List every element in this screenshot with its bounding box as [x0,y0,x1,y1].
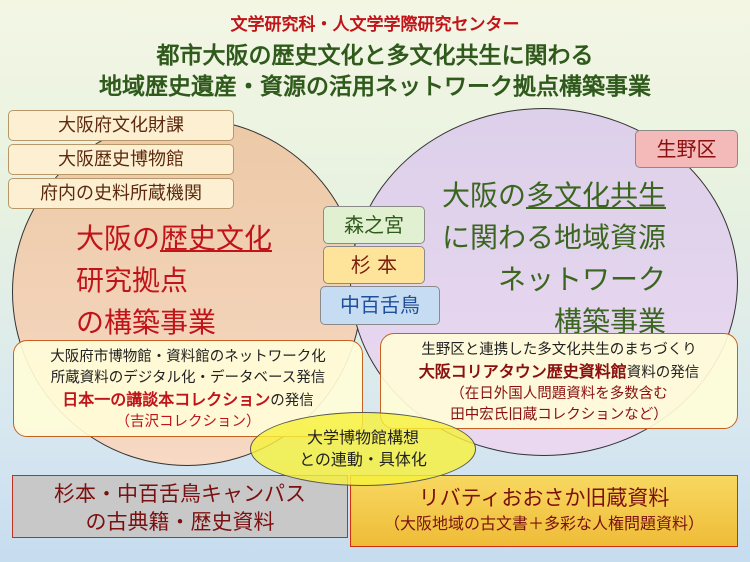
campus-nakamozu: 中百舌鳥 [320,286,440,325]
text: の古典籍・歴史資料 [85,510,275,534]
text: 大学博物館構想 [306,428,419,447]
left-circle-title: 大阪の歴史文化 研究拠点 の構築事業 [76,218,272,344]
text: 杉本・中百舌鳥キャンパス [54,482,306,506]
text: の構築事業 [76,306,217,339]
text: 大阪の [76,222,161,255]
campus-sugimoto: 杉 本 [323,246,425,284]
text: 大阪コリアタウン歴史資料館 [418,362,627,381]
header-line3: 地域歴史遺産・資源の活用ネットワーク拠点構築事業 [99,74,651,100]
right-circle-title: 大阪の多文化共生 に関わる地域資源 ネットワーク 構築事業 [442,175,666,343]
header-line1: 文学研究科・人文学学際研究センター [230,15,520,35]
text: 多文化共生 [525,179,666,212]
text: との連動・具体化 [299,450,427,469]
text: 日本一の講談本コレクション [62,390,271,409]
header-line2: 都市大阪の歴史文化と多文化共生に関わる [156,43,594,69]
text: 資料の発信 [626,365,700,381]
bottom-right-box: リバティおおさか旧蔵資料 （大阪地域の古文書＋多彩な人権問題資料） [350,475,738,547]
partner-box: 大阪歴史博物館 [8,144,234,175]
text: 大阪の [441,179,526,212]
text: 研究拠点 [76,264,189,297]
text: 大阪府市博物館・資料館のネットワーク化 [50,349,326,365]
center-ellipse: 大学博物館構想 との連動・具体化 [250,412,476,486]
text: （大阪地域の古文書＋多彩な人権問題資料） [383,514,704,533]
text: （吉沢コレクション） [115,414,261,430]
text: ネットワーク [497,263,666,296]
partner-box: 大阪府文化財課 [8,110,234,141]
left-note: 大阪府市博物館・資料館のネットワーク化 所蔵資料のデジタル化・データベース発信 … [13,340,363,437]
text: 田中宏氏旧蔵コレクションなど） [450,407,668,423]
text: リバティおおさか旧蔵資料 [418,486,670,510]
text: 所蔵資料のデジタル化・データベース発信 [50,370,326,386]
right-note: 生野区と連携した多文化共生のまちづくり 大阪コリアタウン歴史資料館資料の発信 （… [380,333,738,429]
campus-morinomiya: 森之宮 [323,206,425,244]
ward-ikuno: 生野区 [635,130,738,168]
text: （在日外国人問題資料を多数含む [450,386,668,402]
text: 生野区と連携した多文化共生のまちづくり [421,342,697,358]
text: 構築事業 [553,305,666,338]
text: に関わる地域資源 [441,221,666,254]
text: 歴史文化 [160,222,273,255]
partner-box: 府内の史料所蔵機関 [8,178,234,209]
text: の発信 [270,393,314,409]
bottom-left-box: 杉本・中百舌鳥キャンパス の古典籍・歴史資料 [12,475,348,538]
